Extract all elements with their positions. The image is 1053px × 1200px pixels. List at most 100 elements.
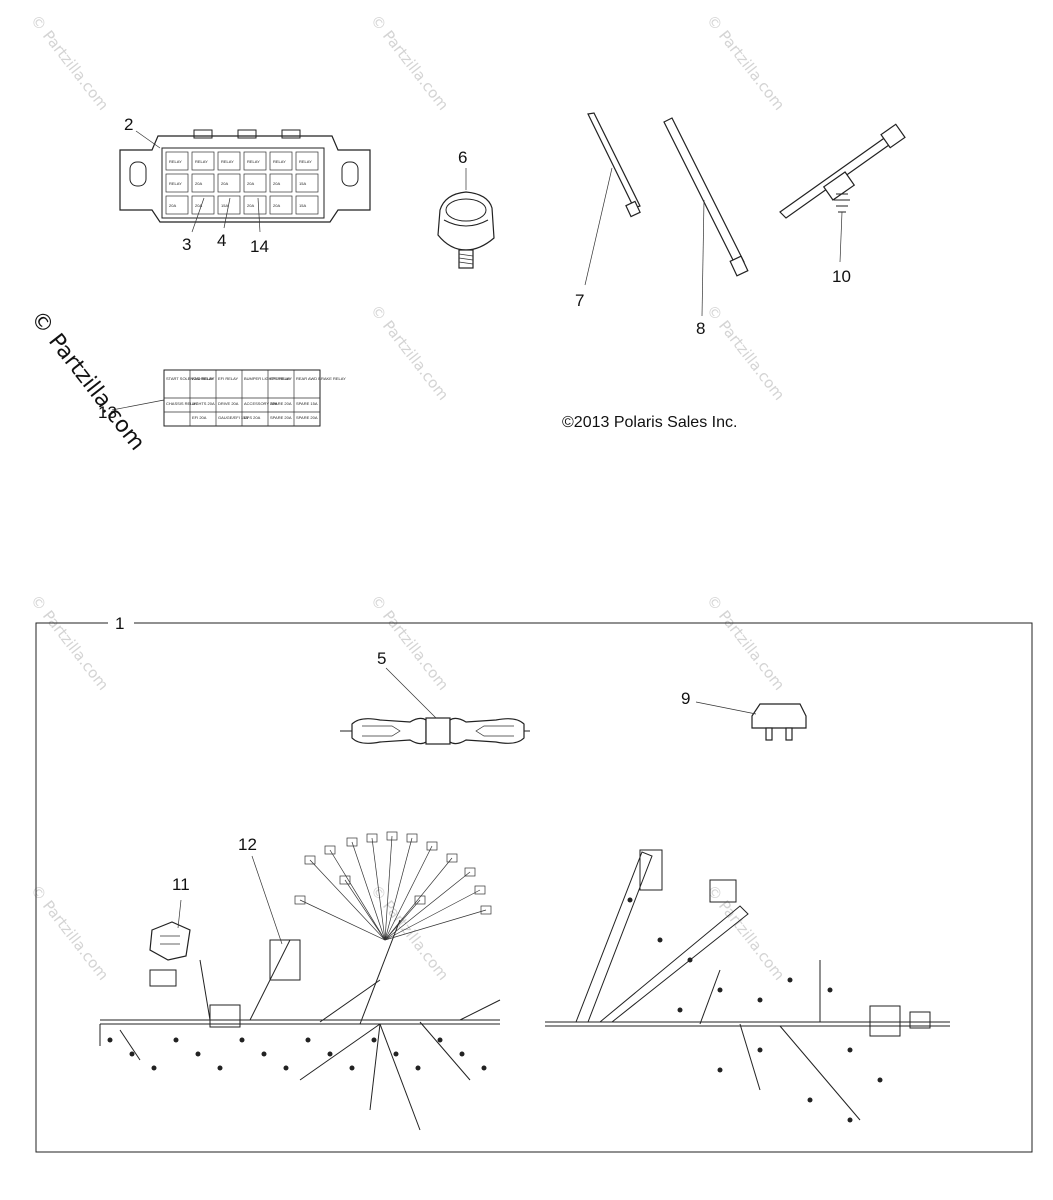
faint-watermark-6: © Partzilla.com	[27, 591, 112, 693]
harness-clip-point	[677, 1007, 683, 1013]
callout-10: 10	[832, 211, 851, 286]
harness-clip-point	[283, 1065, 289, 1071]
harness-clip-point	[717, 1067, 723, 1073]
secondary-wiring-harness	[545, 849, 950, 1123]
harness-clip-point	[627, 897, 633, 903]
harness-clip-point	[173, 1037, 179, 1043]
harness-connector	[446, 853, 458, 863]
harness-clip-point	[195, 1051, 201, 1057]
callout-14: 14	[250, 197, 269, 256]
harness-clip-point	[657, 937, 663, 943]
harness-clip-point	[349, 1065, 355, 1071]
harness-branch	[344, 879, 386, 941]
harness-branch	[384, 837, 413, 941]
callout-6-label: 6	[458, 148, 467, 167]
harness-connector	[366, 833, 378, 843]
fuse-slot	[295, 173, 319, 193]
harness-connector	[474, 885, 486, 895]
decal-cell-label: BUMPER LIGHTS RELAY	[244, 376, 291, 381]
callout-6: 6	[458, 148, 467, 190]
callout-4: 4	[217, 197, 231, 250]
decal-cell-label: SPARE 15A	[296, 401, 318, 406]
harness-branch	[384, 835, 393, 941]
fuse-slot	[269, 195, 293, 215]
harness-clip-point	[107, 1037, 113, 1043]
cable-tie-long	[663, 117, 749, 277]
harness-branch	[384, 889, 481, 941]
decal-cell-label: FAN RELAY	[192, 376, 214, 381]
callout-3: 3	[182, 197, 205, 254]
main-wiring-harness	[99, 831, 501, 1131]
harness-clip-point	[261, 1051, 267, 1057]
harness-clip-point	[305, 1037, 311, 1043]
harness-connector	[339, 875, 351, 885]
harness-clip-point	[393, 1051, 399, 1057]
fuse-slot-label: 20A	[195, 181, 202, 186]
fuse-slot-label: 20A	[273, 181, 280, 186]
callout-1-label: 1	[115, 614, 124, 633]
callout-5: 5	[377, 649, 437, 719]
harness-connector	[480, 905, 492, 915]
callout-4-label: 4	[217, 231, 226, 250]
fuse-slot-label: RELAY	[273, 159, 286, 164]
harness-clip-point	[847, 1117, 853, 1123]
harness-frame	[35, 622, 1033, 1153]
push-mount-tie	[779, 123, 906, 219]
decal-cell-label: EFI RELAY	[218, 376, 238, 381]
harness-connector	[294, 895, 306, 905]
callout-9-label: 9	[681, 689, 690, 708]
harness-clip-point	[847, 1047, 853, 1053]
harness-connector	[464, 867, 476, 877]
fuse-slot	[269, 173, 293, 193]
fuse-slot	[217, 151, 241, 171]
harness-clip-point	[877, 1077, 883, 1083]
harness-connector	[426, 841, 438, 851]
fuse-slot-label: 20A	[273, 203, 280, 208]
harness-clip-point	[371, 1037, 377, 1043]
decal-cell-label: EPS 20A	[244, 415, 261, 420]
decal-cell-label: LIGHTS 20A	[192, 401, 215, 406]
mount-ear-left	[129, 161, 147, 187]
harness-branch	[384, 909, 487, 941]
relay	[751, 703, 807, 741]
harness-clip-point	[239, 1037, 245, 1043]
harness-branch	[384, 845, 433, 941]
callout-8-label: 8	[696, 319, 705, 338]
callout-12-label: 12	[238, 835, 257, 854]
inline-fuse-holder	[340, 717, 530, 745]
fuse-slot	[165, 195, 189, 215]
harness-branch	[309, 859, 386, 941]
harness-clip-point	[481, 1065, 487, 1071]
harness-connector	[346, 837, 358, 847]
fuse-slot-label: 20A	[247, 203, 254, 208]
fuse-grid	[161, 147, 325, 219]
fuse-slot-label: RELAY	[169, 181, 182, 186]
fuse-slot-label: RELAY	[221, 159, 234, 164]
fuse-slot	[191, 151, 215, 171]
fuse-slot-label: 20A	[247, 181, 254, 186]
harness-clip-point	[717, 987, 723, 993]
harness-clip-point	[129, 1051, 135, 1057]
harness-branch	[351, 841, 386, 941]
decal-cell-label: SPARE 20A	[296, 415, 318, 420]
callout-13-label: 13	[98, 403, 117, 422]
harness-clip-point	[787, 977, 793, 983]
fuse-slot-label: RELAY	[195, 159, 208, 164]
fuse-slot	[295, 195, 319, 215]
decal-cell-label: DRIVE 20A	[218, 401, 239, 406]
harness-clip-point	[757, 997, 763, 1003]
fuse-slot	[217, 173, 241, 193]
callout-9: 9	[681, 689, 757, 715]
decal-cell-label: CHASSIS RELAY	[166, 401, 198, 406]
harness-clip-point	[807, 1097, 813, 1103]
callout-5-label: 5	[377, 649, 386, 668]
mount-ear-right	[341, 161, 359, 187]
harness-connector	[324, 845, 336, 855]
harness-clip-point	[687, 957, 693, 963]
copyright-notice: ©2013 Polaris Sales Inc.	[562, 414, 738, 431]
faint-watermark-5: © Partzilla.com	[703, 301, 788, 403]
fuse-slot	[191, 195, 215, 215]
callout-10-label: 10	[832, 267, 851, 286]
